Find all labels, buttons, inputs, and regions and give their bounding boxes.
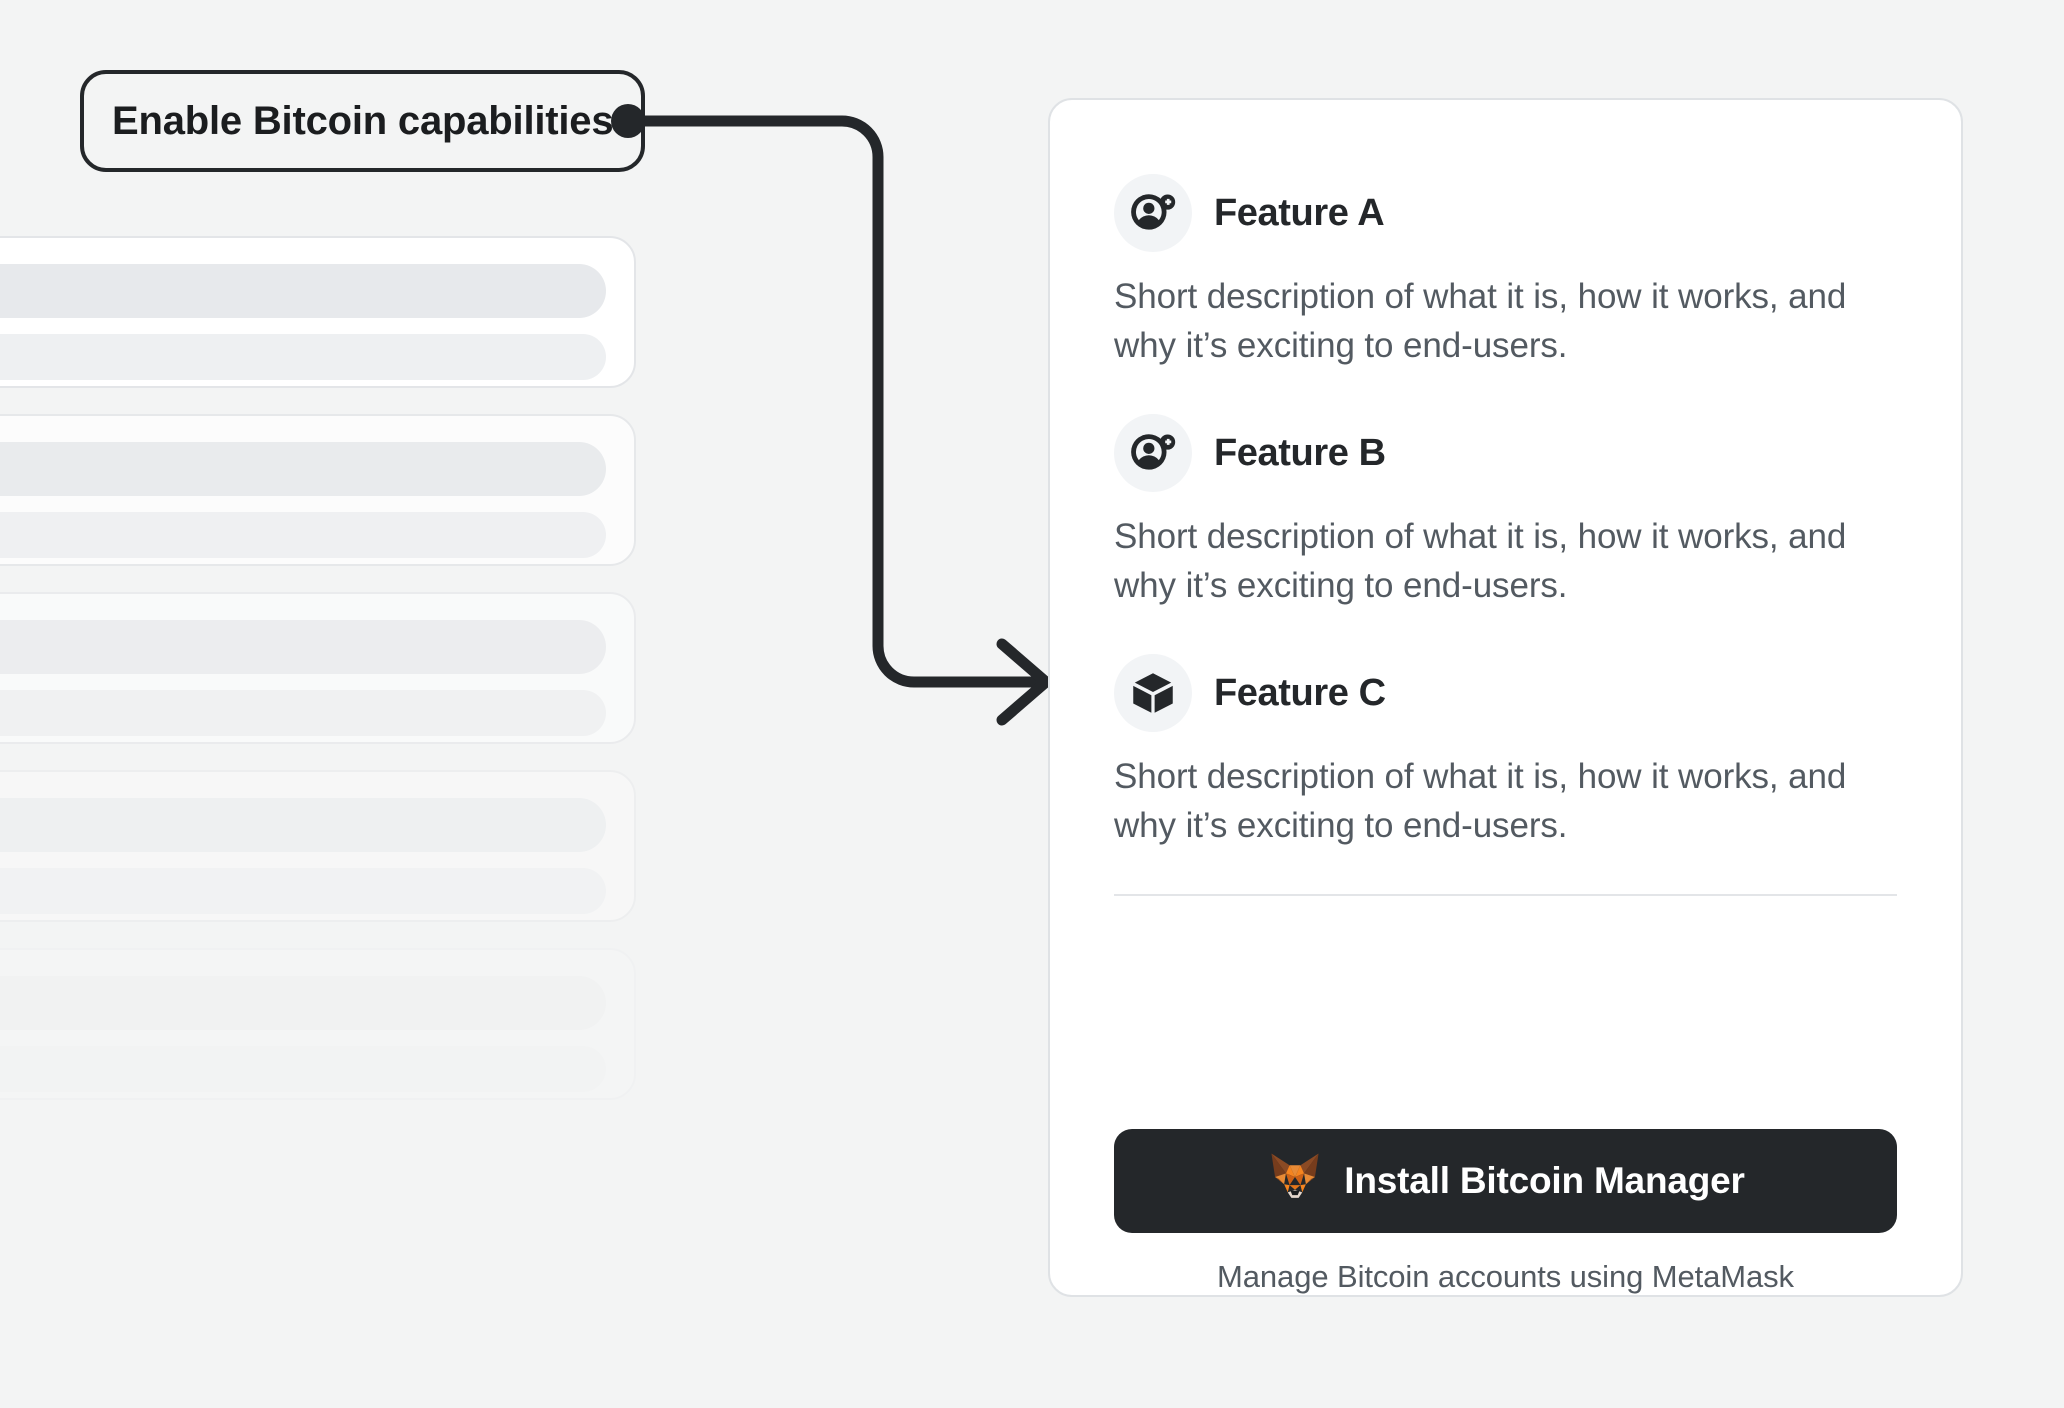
feature-title: Feature C (1214, 671, 1386, 714)
skeleton-bar (0, 976, 606, 1030)
add-account-icon (1114, 414, 1192, 492)
feature-item-a: Feature A Short description of what it i… (1114, 174, 1897, 370)
feature-header: Feature C (1114, 654, 1897, 732)
install-bitcoin-manager-button[interactable]: Install Bitcoin Manager (1114, 1129, 1897, 1233)
skeleton-bar (0, 620, 606, 674)
feature-title: Feature B (1214, 431, 1386, 474)
feature-header: Feature A (1114, 174, 1897, 252)
skeleton-bar (0, 512, 606, 558)
skeleton-bar (0, 1046, 606, 1092)
feature-title: Feature A (1214, 191, 1385, 234)
feature-description: Short description of what it is, how it … (1114, 277, 1847, 365)
annotation-label: Enable Bitcoin capabilities (112, 98, 614, 143)
section-divider (1114, 894, 1897, 896)
footer-note: Manage Bitcoin accounts using MetaMask (1217, 1259, 1794, 1294)
feature-header: Feature B (1114, 414, 1897, 492)
skeleton-bar (0, 868, 606, 914)
placeholder-account-list (0, 236, 636, 1126)
skeleton-bar (0, 798, 606, 852)
bitcoin-feature-card: Feature A Short description of what it i… (1048, 98, 1963, 1297)
metamask-fox-icon (1266, 1149, 1324, 1214)
skeleton-card (0, 948, 636, 1100)
card-footer: Install Bitcoin Manager Manage Bitcoin a… (1050, 1071, 1961, 1295)
feature-list: Feature A Short description of what it i… (1050, 100, 1961, 1071)
feature-item-b: Feature B Short description of what it i… (1114, 414, 1897, 610)
skeleton-card (0, 236, 636, 388)
skeleton-card (0, 414, 636, 566)
annotation-callout: Enable Bitcoin capabilities (80, 70, 646, 172)
install-button-label: Install Bitcoin Manager (1344, 1160, 1745, 1201)
skeleton-bar (0, 264, 606, 318)
skeleton-bar (0, 334, 606, 380)
feature-description: Short description of what it is, how it … (1114, 757, 1847, 845)
feature-description: Short description of what it is, how it … (1114, 517, 1847, 605)
feature-item-c: Feature C Short description of what it i… (1114, 654, 1897, 850)
add-account-icon (1114, 174, 1192, 252)
cube-icon (1114, 654, 1192, 732)
skeleton-bar (0, 690, 606, 736)
skeleton-bar (0, 442, 606, 496)
skeleton-card (0, 592, 636, 744)
skeleton-card (0, 770, 636, 922)
